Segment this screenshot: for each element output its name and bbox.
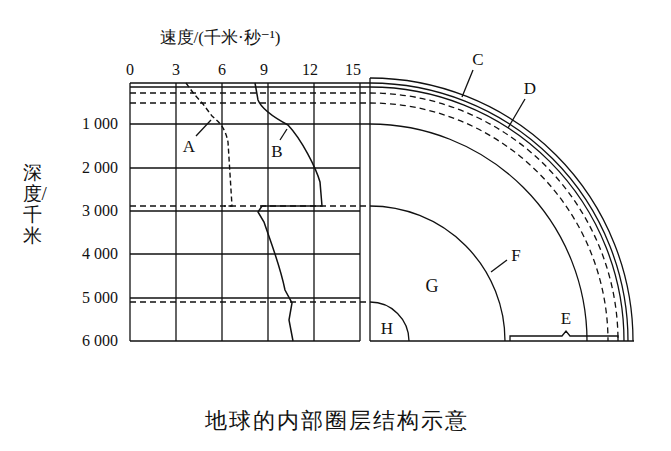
layer-label: F: [511, 247, 520, 264]
axis-title: 速度/(千米·秒⁻¹): [160, 29, 281, 46]
layer-label: C: [472, 51, 483, 68]
tick-label: 0: [126, 62, 134, 78]
layer-label: D: [524, 80, 536, 97]
tick-label: 1 000: [82, 116, 118, 132]
tick-label: 6 000: [82, 333, 118, 349]
tick-label: 15: [345, 62, 361, 78]
layer-label: H: [381, 320, 393, 337]
tick-label: 5 000: [82, 290, 118, 306]
figure-caption: 地球的内部圈层结构示意: [205, 410, 469, 432]
layer-label: E: [561, 310, 571, 327]
curve-label: A: [183, 138, 195, 155]
axis-title: 深度/千米: [23, 163, 42, 247]
tick-label: 3: [172, 62, 180, 78]
tick-label: 2 000: [82, 160, 118, 176]
tick-label: 4 000: [82, 246, 118, 262]
tick-label: 3 000: [82, 203, 118, 219]
curve-label: B: [271, 143, 282, 160]
tick-label: 9: [260, 62, 268, 78]
layer-label: G: [426, 277, 439, 295]
tick-label: 6: [218, 62, 226, 78]
tick-label: 12: [302, 62, 318, 78]
